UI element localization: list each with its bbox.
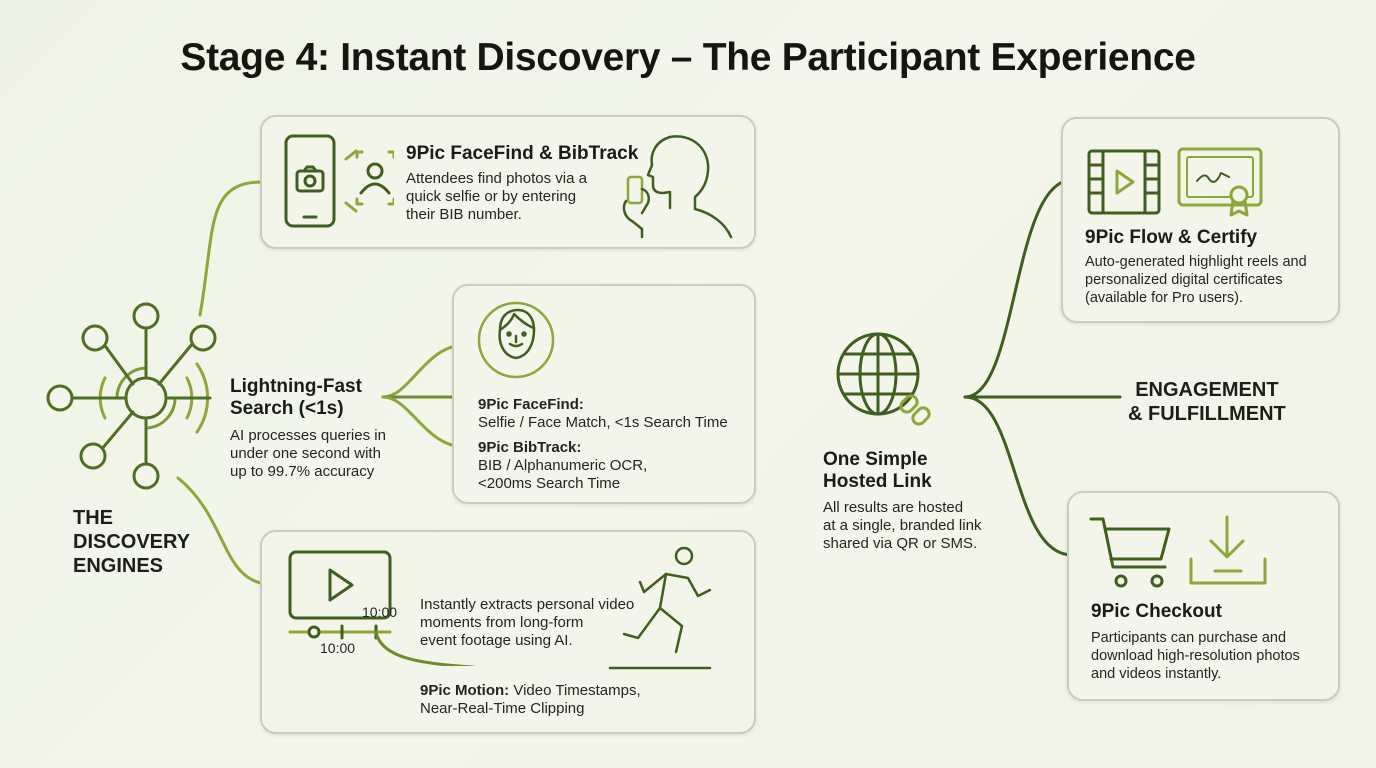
face-icon bbox=[477, 301, 555, 379]
network-hub-icon bbox=[46, 302, 217, 490]
flow-card-heading: 9Pic Flow & Certify bbox=[1085, 227, 1258, 248]
video-timeline-icon bbox=[288, 550, 477, 666]
search-block: Lightning-Fast Search (<1s) AI processes… bbox=[230, 376, 386, 480]
facefind-card-body: Attendees find photos via a quick selfie… bbox=[406, 170, 587, 223]
search-details-text: 9Pic FaceFind: Selfie / Face Match, <1s … bbox=[478, 396, 728, 493]
runner-icon bbox=[608, 546, 712, 670]
facefind-bibtrack-card: 9Pic FaceFind & BibTrack Attendees find … bbox=[260, 115, 756, 249]
bibtrack-detail: <200ms Search Time bbox=[478, 475, 621, 492]
engagement-label: ENGAGEMENT & FULFILLMENT bbox=[1128, 379, 1286, 425]
timestamp-top: 10:00 bbox=[362, 604, 398, 620]
hosted-link-block: One Simple Hosted Link All results are h… bbox=[823, 449, 982, 552]
facefind-detail: Selfie / Face Match, <1s Search Time bbox=[478, 414, 728, 431]
certificate-icon bbox=[1177, 147, 1263, 217]
flow-certify-card: 9Pic Flow & Certify Auto-generated highl… bbox=[1061, 117, 1340, 323]
smartphone-camera-icon bbox=[284, 134, 394, 228]
film-reel-icon bbox=[1087, 149, 1161, 215]
hosted-heading-line: One Simple bbox=[823, 449, 928, 470]
flow-card-body: Auto-generated highlight reels and perso… bbox=[1085, 254, 1307, 306]
motion-card-detail: 9Pic Motion: Video Timestamps, Near-Real… bbox=[420, 682, 641, 717]
shopping-cart-icon bbox=[1089, 517, 1171, 588]
search-heading-line: Search (<1s) bbox=[230, 398, 344, 419]
search-details-card: 9Pic FaceFind: Selfie / Face Match, <1s … bbox=[452, 284, 756, 504]
page-title: Stage 4: Instant Discovery – The Partici… bbox=[180, 36, 1196, 79]
motion-label: 9Pic Motion: bbox=[420, 682, 510, 699]
person-selfie-icon bbox=[622, 135, 733, 239]
checkout-card-body: Participants can purchase and download h… bbox=[1091, 630, 1300, 682]
motion-card: 10:00 10:00 Instantly extracts personal … bbox=[260, 530, 756, 734]
checkout-card-heading: 9Pic Checkout bbox=[1091, 601, 1222, 622]
hosted-heading-line: Hosted Link bbox=[823, 471, 932, 492]
checkout-card: 9Pic Checkout Participants can purchase … bbox=[1067, 491, 1340, 701]
search-heading-line: Lightning-Fast bbox=[230, 376, 362, 397]
globe-link-icon bbox=[836, 332, 931, 426]
facefind-card-heading: 9Pic FaceFind & BibTrack bbox=[406, 143, 639, 164]
motion-card-body: Instantly extracts personal video moment… bbox=[420, 596, 635, 649]
download-icon bbox=[1189, 515, 1267, 585]
timestamp-bottom: 10:00 bbox=[320, 640, 356, 656]
bibtrack-detail: BIB / Alphanumeric OCR, bbox=[478, 457, 648, 474]
facefind-label: 9Pic FaceFind: bbox=[478, 396, 584, 413]
bibtrack-label: 9Pic BibTrack: bbox=[478, 439, 582, 456]
engines-label: THE DISCOVERY ENGINES bbox=[73, 507, 191, 577]
